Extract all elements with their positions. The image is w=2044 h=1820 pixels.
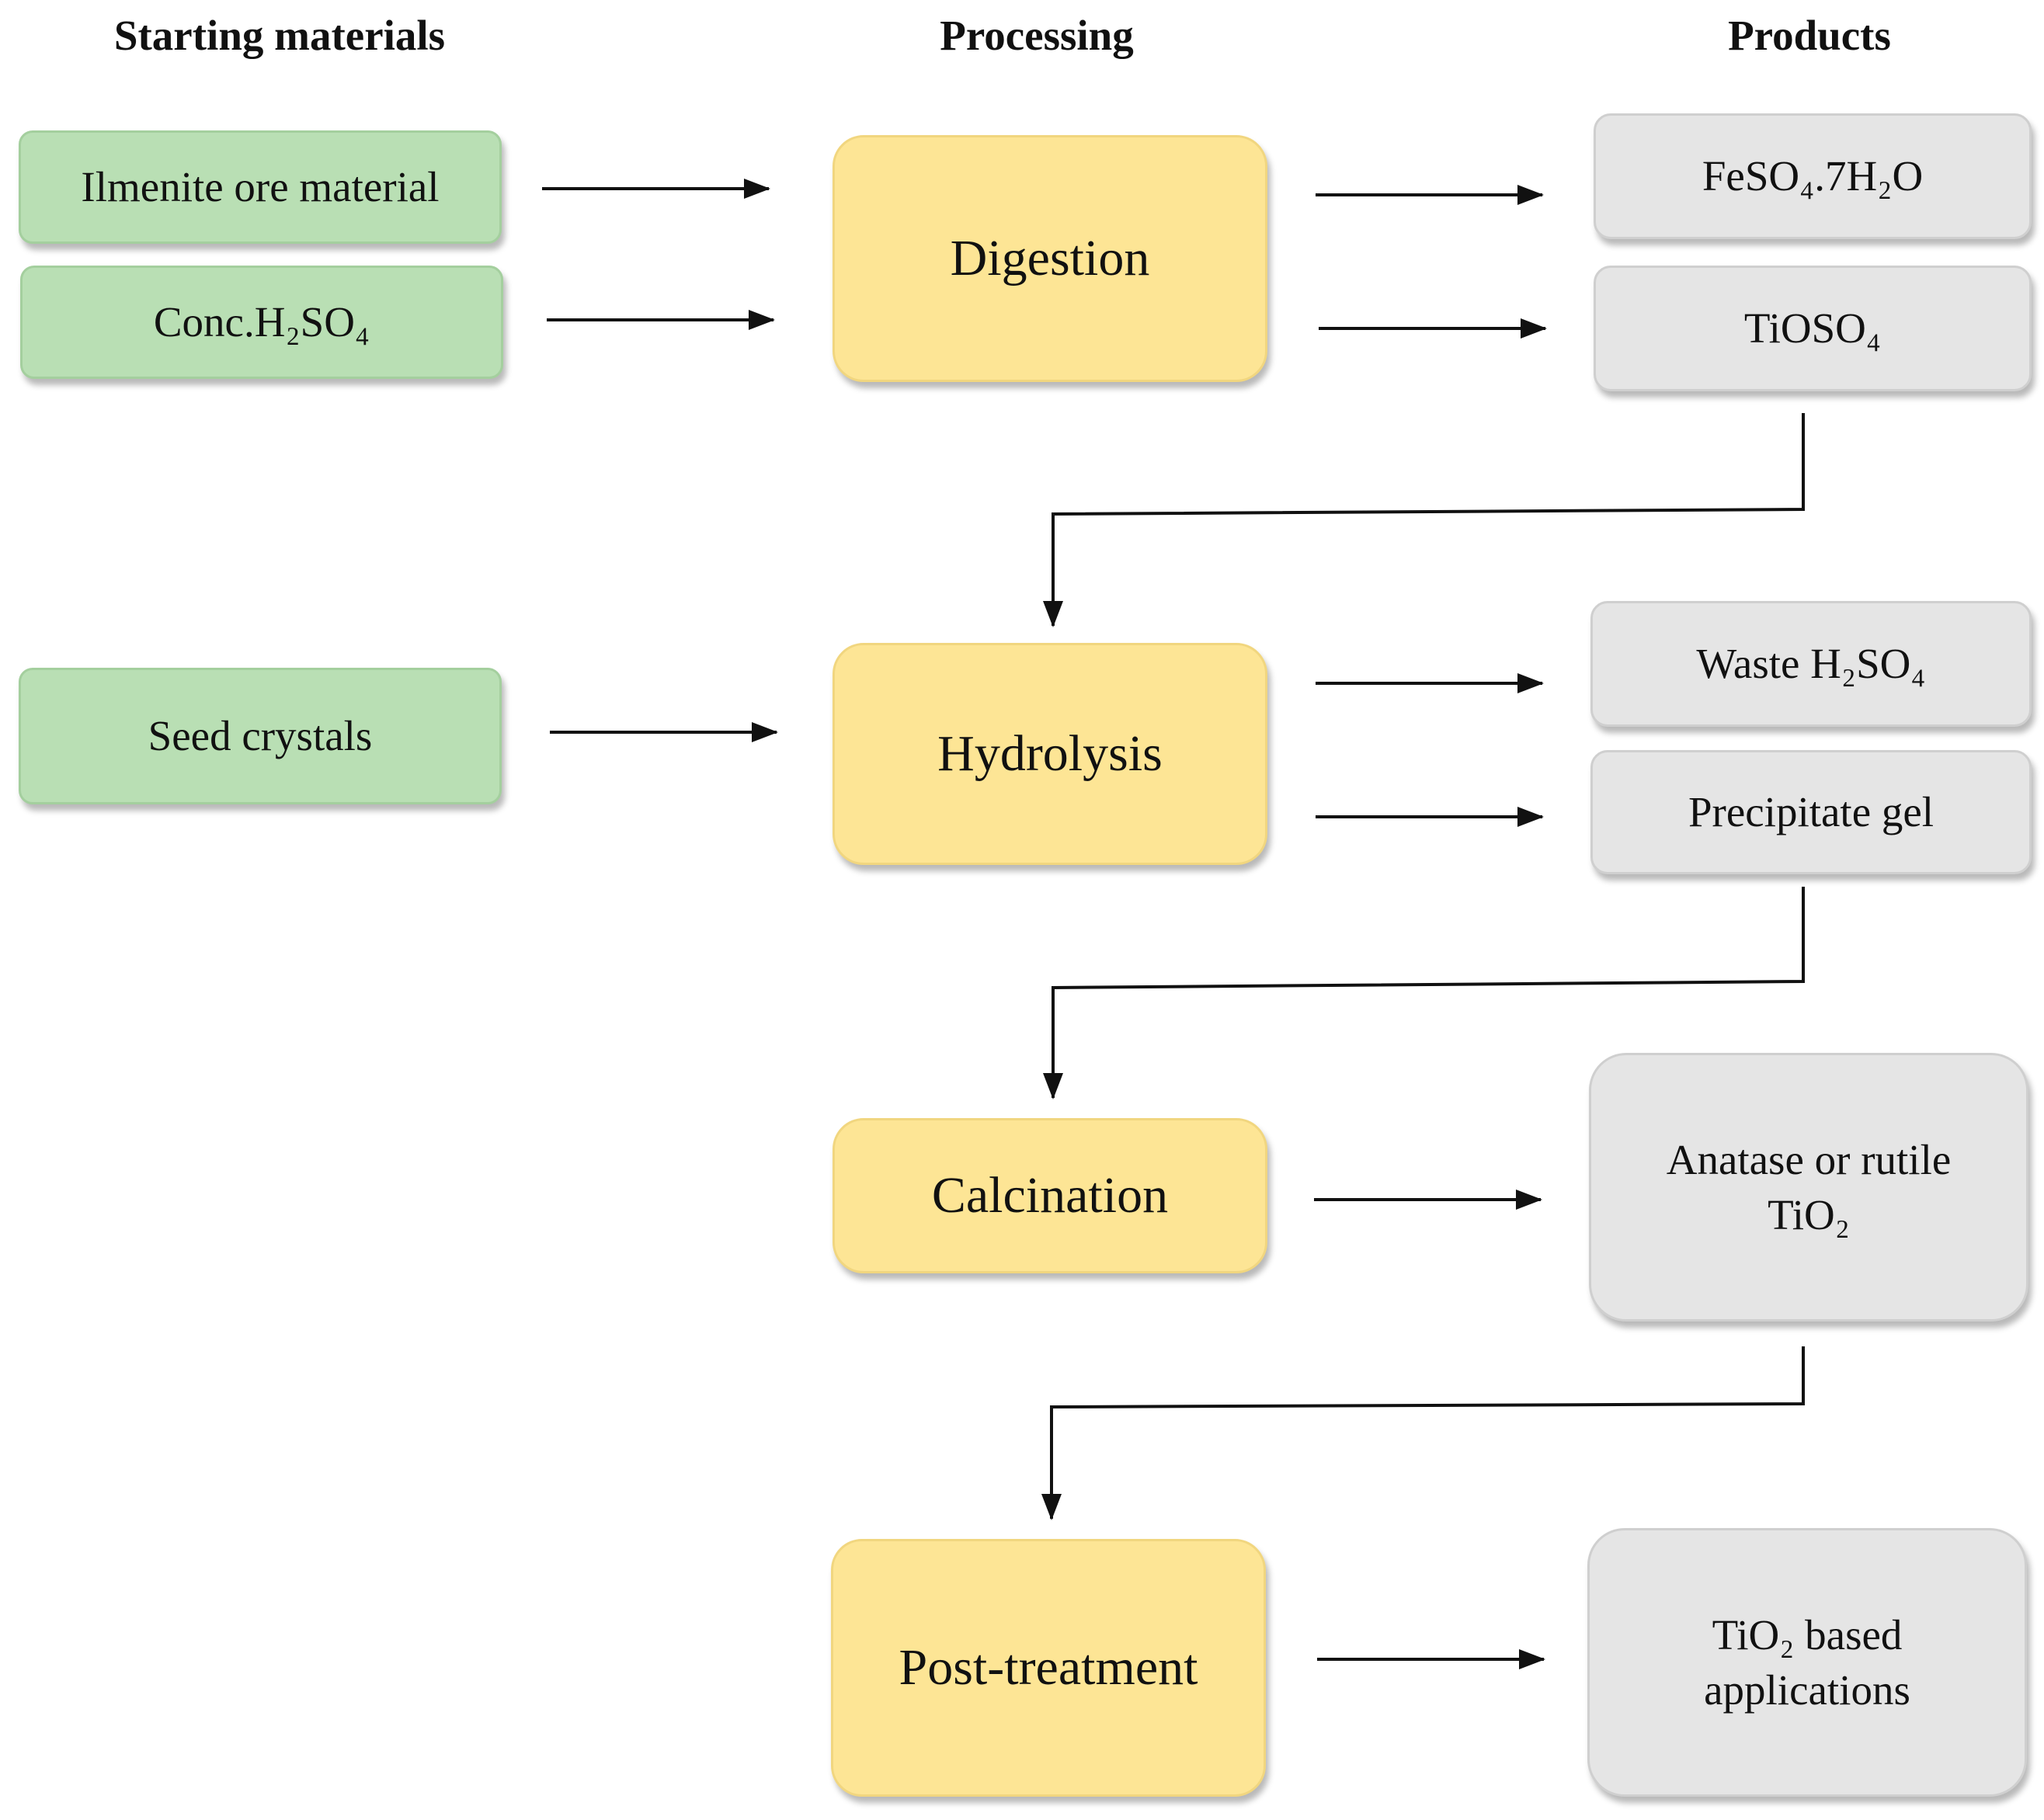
input-conc-h2so4-label: Conc.H₂SO₄ <box>153 298 370 346</box>
input-conc-h2so4: Conc.H₂SO₄ <box>20 266 503 379</box>
arrow-tioso4-to-hydrolysis <box>1043 413 1805 627</box>
header-starting-materials: Starting materials <box>113 12 446 59</box>
product-tio2-line1: Anatase or rutile <box>1666 1135 1952 1183</box>
process-calcination-label: Calcination <box>931 1167 1169 1224</box>
process-post-treatment: Post-treatment <box>831 1539 1266 1797</box>
product-waste-h2so4-label: Waste H₂SO₄ <box>1696 640 1926 688</box>
product-tio2-text: Anatase or rutile TiO₂ <box>1667 1132 1952 1243</box>
process-hydrolysis: Hydrolysis <box>833 643 1267 865</box>
process-post-treatment-label: Post-treatment <box>899 1639 1198 1697</box>
product-apps-line2: applications <box>1704 1666 1910 1714</box>
input-seed-crystals-label: Seed crystals <box>148 712 373 760</box>
header-processing: Processing <box>940 12 1134 59</box>
arrow-tio2-to-posttreatment <box>1041 1346 1805 1520</box>
product-tioso4: TiOSO₄ <box>1594 266 2032 391</box>
product-feso4: FeSO₄.7H₂O <box>1594 113 2032 239</box>
process-digestion-label: Digestion <box>950 230 1150 287</box>
input-ilmenite-ore: Ilmenite ore material <box>19 130 502 244</box>
header-products: Products <box>1728 12 1891 59</box>
process-calcination: Calcination <box>833 1118 1267 1273</box>
product-apps-text: TiO₂ based applications <box>1704 1607 1910 1718</box>
product-precipitate-gel-label: Precipitate gel <box>1688 788 1934 836</box>
input-seed-crystals: Seed crystals <box>19 668 502 804</box>
product-tio2-line2: TiO₂ <box>1768 1191 1850 1238</box>
product-waste-h2so4: Waste H₂SO₄ <box>1590 601 2032 727</box>
process-hydrolysis-label: Hydrolysis <box>937 725 1163 783</box>
product-anatase-rutile-tio2: Anatase or rutile TiO₂ <box>1589 1053 2028 1322</box>
arrow-precipitate-to-calcination <box>1043 887 1805 1099</box>
product-precipitate-gel: Precipitate gel <box>1590 750 2032 874</box>
product-apps-line1: TiO₂ based <box>1712 1610 1903 1658</box>
product-tioso4-label: TiOSO₄ <box>1743 304 1882 353</box>
input-ilmenite-label: Ilmenite ore material <box>81 163 440 211</box>
product-tio2-applications: TiO₂ based applications <box>1587 1528 2027 1797</box>
process-digestion: Digestion <box>833 135 1267 382</box>
product-feso4-label: FeSO₄.7H₂O <box>1702 152 1924 200</box>
